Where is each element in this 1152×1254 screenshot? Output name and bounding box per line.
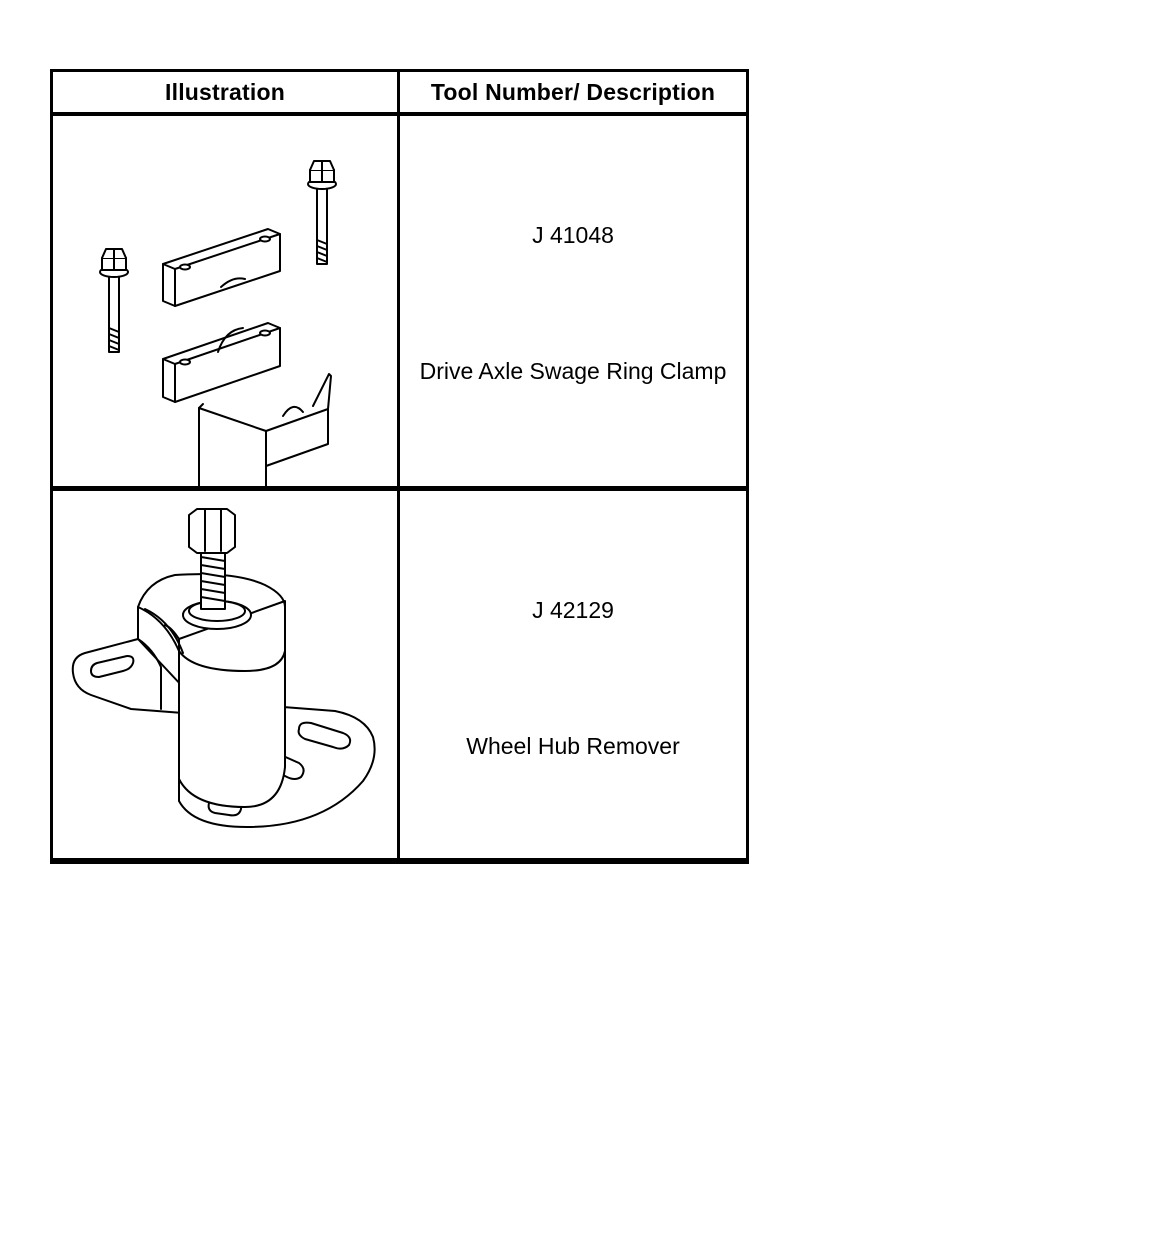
description-cell: J 42129 Wheel Hub Remover <box>400 491 746 858</box>
bracket-plate <box>198 373 332 486</box>
swage-ring-clamp-icon <box>99 160 337 486</box>
header-divider <box>53 112 746 116</box>
cylinder-body <box>137 573 286 808</box>
header-illustration: Illustration <box>165 78 285 105</box>
illustration-cell <box>53 491 397 858</box>
tool-description: Wheel Hub Remover <box>466 733 680 759</box>
screw-assembly <box>182 508 252 630</box>
row-divider <box>53 486 746 491</box>
lower-clamp-block <box>162 322 281 403</box>
tool-number: J 41048 <box>532 222 614 248</box>
description-cell: J 41048 Drive Axle Swage Ring Clamp <box>400 116 746 486</box>
bolt-left <box>99 248 129 353</box>
tool-description: Drive Axle Swage Ring Clamp <box>419 358 727 384</box>
wheel-hub-remover-icon <box>71 508 376 828</box>
column-divider <box>397 72 400 861</box>
upper-clamp-block <box>162 228 281 307</box>
header-tool-description: Tool Number/ Description <box>430 78 716 105</box>
table-bottom-rule <box>53 858 746 861</box>
tool-table: Illustration Tool Number/ Description <box>50 69 749 864</box>
illustration-cell <box>53 116 397 486</box>
tool-number: J 42129 <box>532 597 614 623</box>
bolt-right <box>307 160 337 265</box>
left-flange <box>71 638 184 714</box>
